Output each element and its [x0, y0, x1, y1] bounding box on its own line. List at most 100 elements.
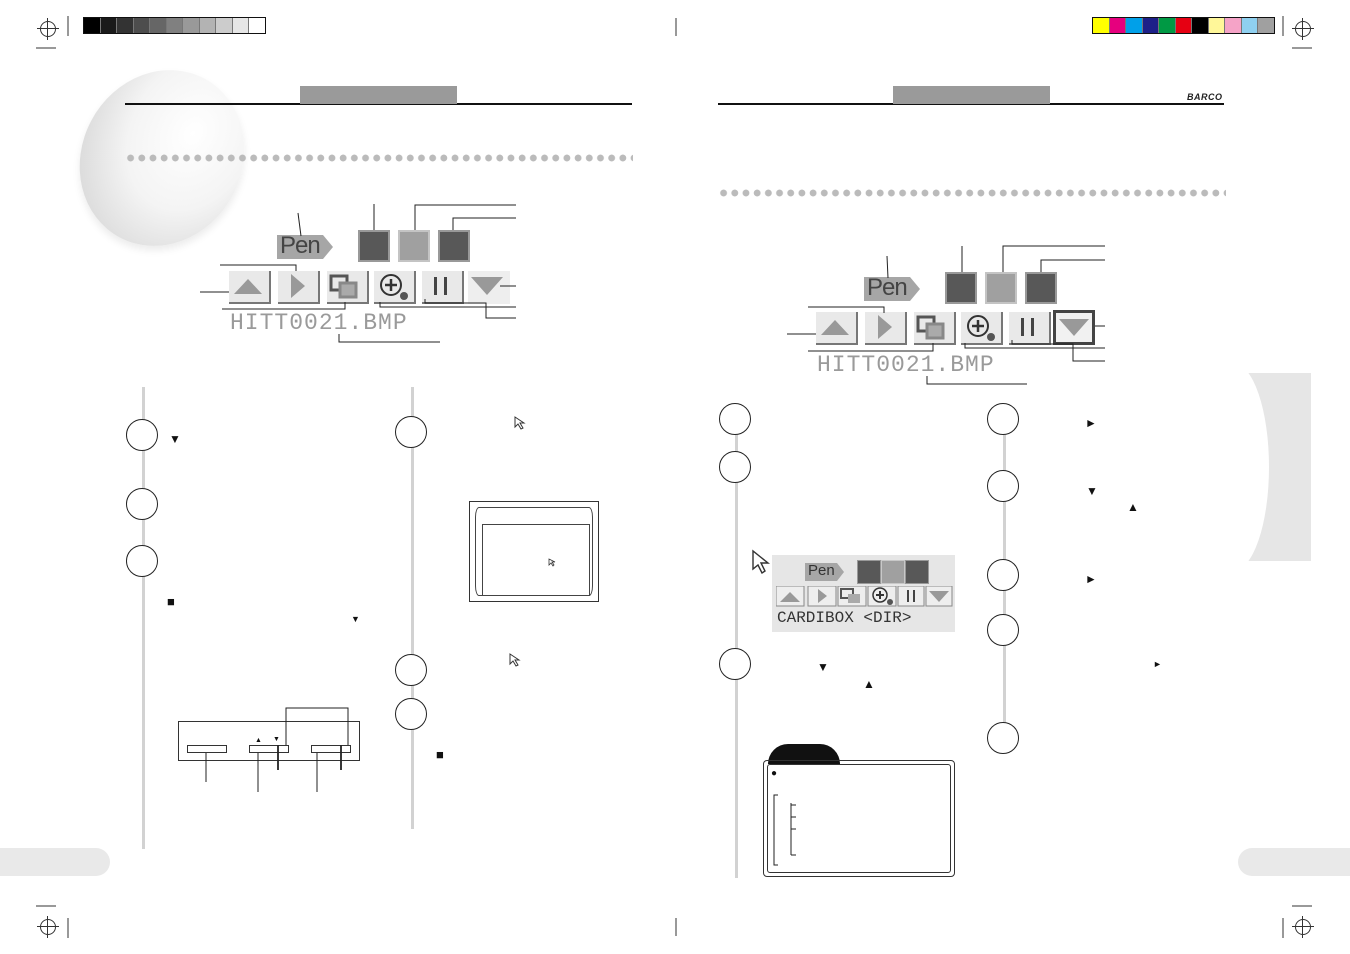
down-triangle-symbol: ▼: [169, 432, 181, 446]
pen-label: Pen: [280, 232, 321, 259]
dotted-divider-right: [718, 189, 1226, 197]
pen-tool-tag: Pen: [864, 274, 920, 303]
step-marker-4: [395, 416, 427, 448]
color-bar-swatch: [1174, 18, 1191, 33]
step-marker-6: [987, 559, 1019, 591]
color-bar-swatch: [132, 18, 149, 33]
color-bar-swatch: [116, 18, 133, 33]
grayscale-color-bar: [83, 17, 266, 34]
header-band-left: [300, 86, 457, 104]
color-bar-swatch: [198, 18, 215, 33]
step-marker-4: [987, 403, 1019, 435]
zoom-icon: [380, 274, 408, 300]
registration-mark-icon: [1292, 18, 1314, 40]
down-small-symbol: ▼: [273, 736, 280, 743]
mouse-cursor-icon: [514, 416, 526, 430]
step-column-line: [142, 387, 145, 849]
color-swatch-dark[interactable]: [358, 230, 390, 262]
step-marker-2: [126, 488, 158, 520]
pause-icon: [434, 277, 447, 295]
color-bar-swatch: [1108, 18, 1125, 33]
up-arrow-icon: [821, 320, 849, 335]
overlay-button[interactable]: [327, 271, 369, 304]
color-bar-swatch: [165, 18, 182, 33]
step-marker-7: [987, 614, 1019, 646]
up-arrow-icon: [234, 279, 262, 294]
pause-icon: [1021, 318, 1034, 336]
dotted-divider-left: [125, 154, 633, 162]
registration-mark-icon: [37, 18, 59, 40]
up-triangle-symbol: ▲: [863, 677, 875, 691]
page-up-button[interactable]: [816, 312, 858, 345]
zoom-button[interactable]: [374, 271, 416, 304]
registration-mark-icon: [1292, 916, 1314, 938]
down-triangle-symbol: ▼: [1086, 484, 1098, 498]
file-name-display: HITT0021.BMP: [817, 352, 995, 378]
toolbar-screen-inset: Pen CARDIBOX <DIR>: [772, 555, 955, 632]
color-bar-swatch: [1224, 18, 1241, 33]
down-arrow-icon: [1059, 319, 1089, 336]
zoom-icon: [967, 315, 995, 341]
zoom-button[interactable]: [961, 312, 1003, 345]
overlay-icon: [916, 315, 945, 340]
color-bar-swatch: [1125, 18, 1142, 33]
right-triangle-symbol: ►: [1085, 572, 1097, 586]
step-marker-3: [126, 545, 158, 577]
down-triangle-symbol: ▼: [817, 660, 829, 674]
header-rule-left: [125, 103, 632, 105]
color-bar-swatch: [215, 18, 232, 33]
color-bar-swatch: [84, 18, 100, 33]
color-swatch-dark-2: [905, 560, 929, 584]
color-bar-swatch: [231, 18, 248, 33]
color-swatch-dark-2[interactable]: [1025, 272, 1057, 304]
page-number-tab-right: [1238, 848, 1350, 876]
next-button[interactable]: [278, 271, 320, 304]
page-up-button[interactable]: [229, 271, 271, 304]
color-bar-swatch: [1141, 18, 1158, 33]
up-triangle-symbol: ▲: [1127, 500, 1139, 514]
right-arrow-icon: [878, 315, 892, 339]
overlay-button[interactable]: [914, 312, 956, 345]
file-name-display: HITT0021.BMP: [230, 310, 408, 336]
color-bar-swatch: [1207, 18, 1224, 33]
note-tab: [768, 744, 840, 764]
pen-tool-tag: Pen: [277, 232, 333, 261]
screen-frame-illustration: [469, 501, 599, 602]
mouse-cursor-icon: [509, 653, 521, 667]
brand-logo: BARCO: [1186, 92, 1224, 102]
color-swatch-light: [881, 560, 905, 584]
small-down-triangle-symbol: ▼: [351, 614, 360, 624]
inset-file-name: CARDIBOX <DIR>: [777, 609, 912, 627]
color-bar-swatch: [1257, 18, 1274, 33]
color-bar-swatch: [149, 18, 166, 33]
step-marker-5: [395, 654, 427, 686]
step-marker-6: [395, 698, 427, 730]
color-bar-swatch: [1240, 18, 1257, 33]
page-number-tab-left: [0, 848, 110, 876]
header-band-right: [893, 86, 1050, 104]
page-down-button-selected[interactable]: [1053, 310, 1095, 345]
pen-label: Pen: [808, 562, 835, 579]
mouse-cursor-icon: [548, 558, 556, 567]
mouse-cursor-icon: [752, 549, 770, 575]
process-color-bar: [1092, 17, 1275, 34]
color-swatch-dark-2[interactable]: [438, 230, 470, 262]
page-down-button[interactable]: [468, 271, 510, 304]
color-bar-swatch: [1158, 18, 1175, 33]
step-column-line: [411, 387, 414, 829]
bullet-symbol: ●: [771, 768, 778, 779]
color-swatch-light[interactable]: [398, 230, 430, 262]
color-bar-swatch: [99, 18, 116, 33]
header-rule-right: [718, 103, 1224, 105]
stop-square-symbol-2: ■: [436, 747, 444, 762]
color-bar-swatch: [1093, 18, 1109, 33]
next-button[interactable]: [865, 312, 907, 345]
color-swatch-dark[interactable]: [945, 272, 977, 304]
right-arrow-icon: [291, 274, 305, 298]
color-bar-swatch: [1191, 18, 1208, 33]
registration-mark-icon: [37, 916, 59, 938]
color-swatch-light[interactable]: [985, 272, 1017, 304]
